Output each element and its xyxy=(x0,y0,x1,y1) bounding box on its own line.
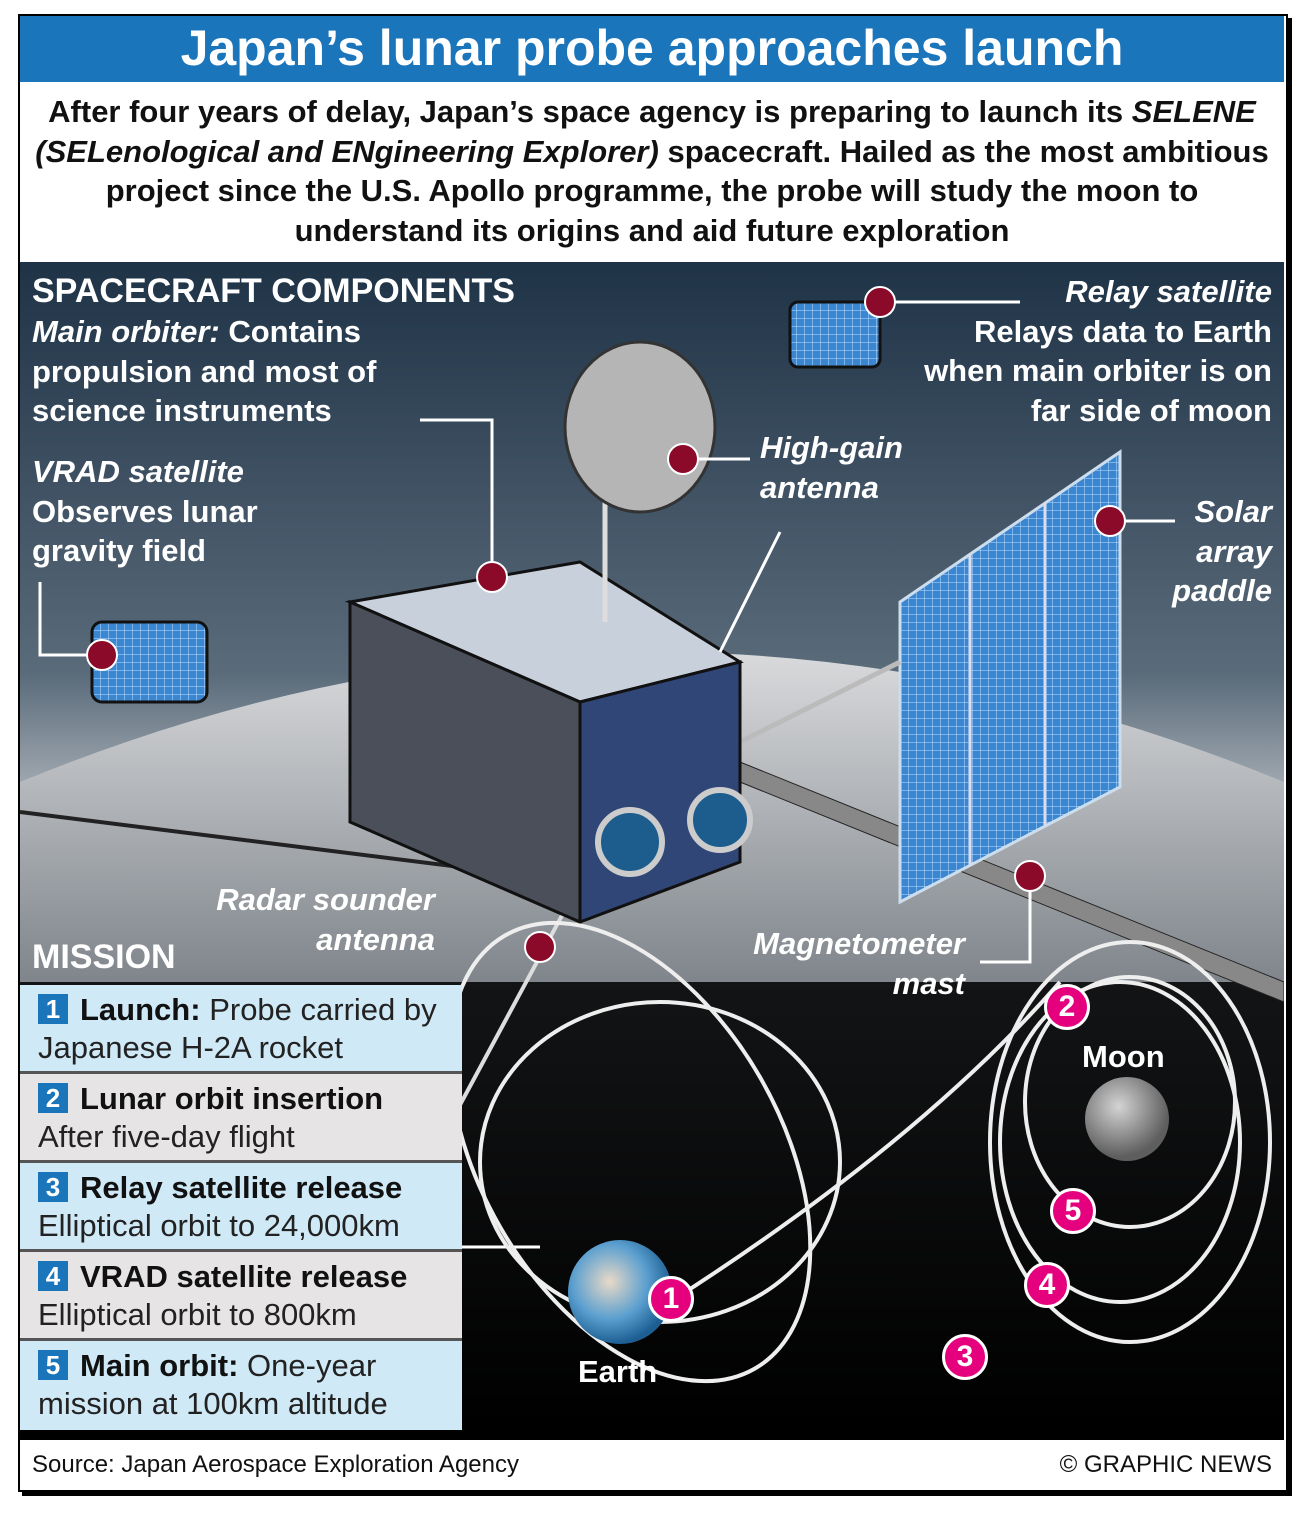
orbits xyxy=(447,920,1272,1384)
mission-step-1: 1 Launch: Probe carried by Japanese H-2A … xyxy=(20,985,462,1074)
step-pin-3: 3 xyxy=(942,1334,988,1380)
earth-globe xyxy=(568,1240,672,1344)
solar-arm xyxy=(738,659,902,745)
step-pin-2: 2 xyxy=(1044,984,1090,1030)
step-pin-5: 5 xyxy=(1050,1188,1096,1234)
magnetometer-label: Magnetometer mast xyxy=(710,924,965,1003)
step-title: Lunar orbit insertion xyxy=(80,1081,384,1116)
source-text: Source: Japan Aerospace Exploration Agen… xyxy=(32,1451,519,1478)
intro-part2: spacecraft. Hailed as the most ambitious… xyxy=(105,133,1269,248)
mission-heading: MISSION xyxy=(32,938,176,976)
intro-italic: SELENE (SELenological and ENgineering Ex… xyxy=(35,94,1256,169)
solar-text: Solar array paddle xyxy=(1172,494,1272,608)
step-desc: Elliptical orbit to 800km xyxy=(38,1297,357,1332)
high-gain-dish xyxy=(563,340,717,514)
radar-antenna-boom-2 xyxy=(438,881,582,1143)
page-title: Japan’s lunar probe approaches launch xyxy=(20,16,1284,82)
vrad-desc: Observes lunar gravity field xyxy=(32,493,258,569)
step-number: 4 xyxy=(38,1261,68,1291)
main-orbiter-desc: Contains propulsion and most of science … xyxy=(32,314,377,428)
step-number: 1 xyxy=(38,994,68,1024)
step-title: Relay satellite release xyxy=(80,1170,403,1205)
magnetometer-text: Magnetometer mast xyxy=(753,926,965,1001)
solar-label: Solar array paddle xyxy=(1142,492,1272,611)
earth-label: Earth xyxy=(578,1354,658,1389)
solar-array-shape xyxy=(898,449,1122,905)
leader-dots xyxy=(86,286,1126,963)
step-title: Launch: xyxy=(80,992,201,1027)
relay-satellite-shape xyxy=(788,300,882,369)
step-number: 3 xyxy=(38,1172,68,1202)
thruster-port xyxy=(595,807,665,877)
radar-label: Radar sounder antenna xyxy=(170,880,435,959)
step-number: 5 xyxy=(38,1350,68,1380)
step-desc: One-year mission at 100km altitude xyxy=(38,1348,388,1421)
credit-text: © GRAPHIC NEWS xyxy=(1059,1451,1272,1478)
step-title: VRAD satellite release xyxy=(80,1259,408,1294)
intro-text: After four years of delay, Japan’s space… xyxy=(20,84,1284,262)
step-desc: After five-day flight xyxy=(38,1119,295,1154)
moon-globe xyxy=(1085,1077,1169,1161)
step-title: Main orbit: xyxy=(80,1348,239,1383)
radar-text: Radar sounder antenna xyxy=(216,882,435,957)
step-number: 2 xyxy=(38,1083,68,1113)
main-orbiter-name: Main orbiter: xyxy=(32,314,220,349)
step-desc: Elliptical orbit to 24,000km xyxy=(38,1208,400,1243)
relay-name: Relay satellite xyxy=(1065,274,1272,309)
high-gain-text: High-gain antenna xyxy=(760,430,903,505)
high-gain-label: High-gain antenna xyxy=(760,428,930,507)
intro-part1: After four years of delay, Japan’s space… xyxy=(48,94,1124,129)
relay-desc: Relays data to Earth when main orbiter i… xyxy=(924,313,1272,428)
mission-table: 1 Launch: Probe carried by Japanese H-2A … xyxy=(20,985,462,1430)
step-pin-4: 4 xyxy=(1024,1262,1070,1308)
step-desc: Probe carried by Japanese H-2A rocket xyxy=(38,992,437,1065)
vrad-name: VRAD satellite xyxy=(32,454,244,489)
mission-step-5: 5 Main orbit: One-year mission at 100km a… xyxy=(20,1341,462,1430)
frame xyxy=(18,14,1288,1492)
main-orbiter-label: Main orbiter: Contains propulsion and mo… xyxy=(32,312,432,431)
components-heading: SPACECRAFT COMPONENTS xyxy=(32,272,515,310)
moon-label: Moon xyxy=(1082,1039,1165,1074)
thruster-port xyxy=(687,787,753,853)
step-pin-1: 1 xyxy=(648,1276,694,1322)
footer: Source: Japan Aerospace Exploration Agen… xyxy=(20,1442,1284,1488)
